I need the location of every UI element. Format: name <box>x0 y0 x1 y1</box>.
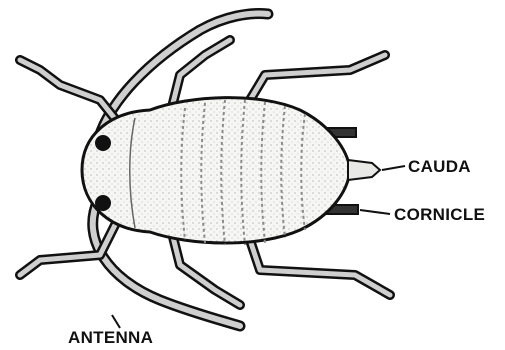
cauda <box>348 160 380 180</box>
cornicle-label: CORNICLE <box>394 205 485 224</box>
leg-hind-upper <box>250 55 385 100</box>
aphid-body <box>82 98 350 245</box>
cornicle-pointer <box>360 210 390 214</box>
eye-lower <box>95 195 111 211</box>
cauda-label: CAUDA <box>408 157 471 176</box>
antenna-pointer <box>112 315 120 328</box>
eye-upper <box>95 135 111 151</box>
antenna-label: ANTENNA <box>68 328 153 347</box>
cauda-pointer <box>382 166 405 170</box>
leg-hind-lower <box>250 240 390 295</box>
